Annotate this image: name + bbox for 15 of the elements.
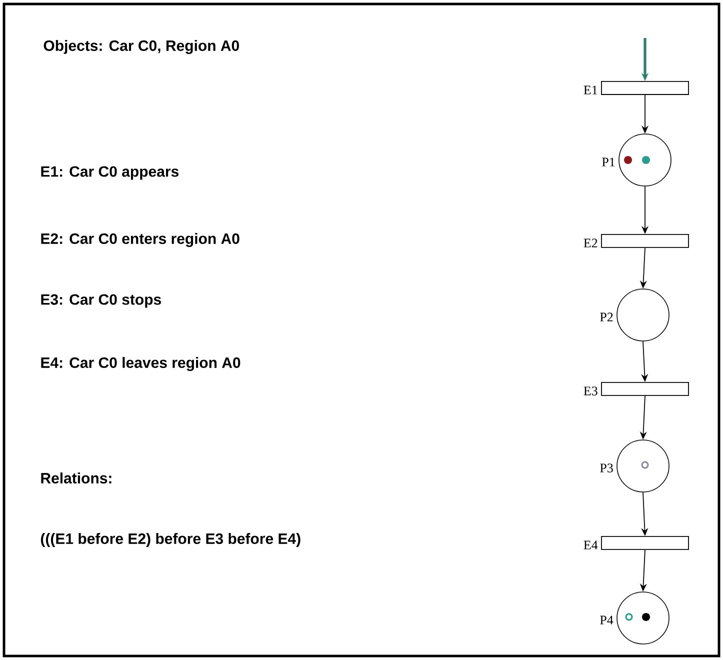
text-line: (((E1 before E2) before E3 before E4) xyxy=(40,533,300,547)
node-label: E2 xyxy=(584,238,598,248)
node-label: P3 xyxy=(600,464,613,472)
text-line: E3: Car C0 stops xyxy=(41,294,161,308)
node-label: E3 xyxy=(584,386,598,396)
text-line: E2: Car C0 enters region A0 xyxy=(41,232,240,248)
heading-text: Objects: Car C0, Region A0 xyxy=(44,40,239,54)
text-line: Relations: xyxy=(41,472,112,484)
node-label: P2 xyxy=(600,312,613,322)
node-label: E4 xyxy=(584,540,598,550)
node-label: P1 xyxy=(602,158,615,166)
node-label: P4 xyxy=(600,616,614,624)
text-line: E4: Car C0 leaves region A0 xyxy=(41,356,240,372)
text-line: E1: Car C0 appears xyxy=(41,166,178,180)
node-label: E1 xyxy=(584,86,598,94)
